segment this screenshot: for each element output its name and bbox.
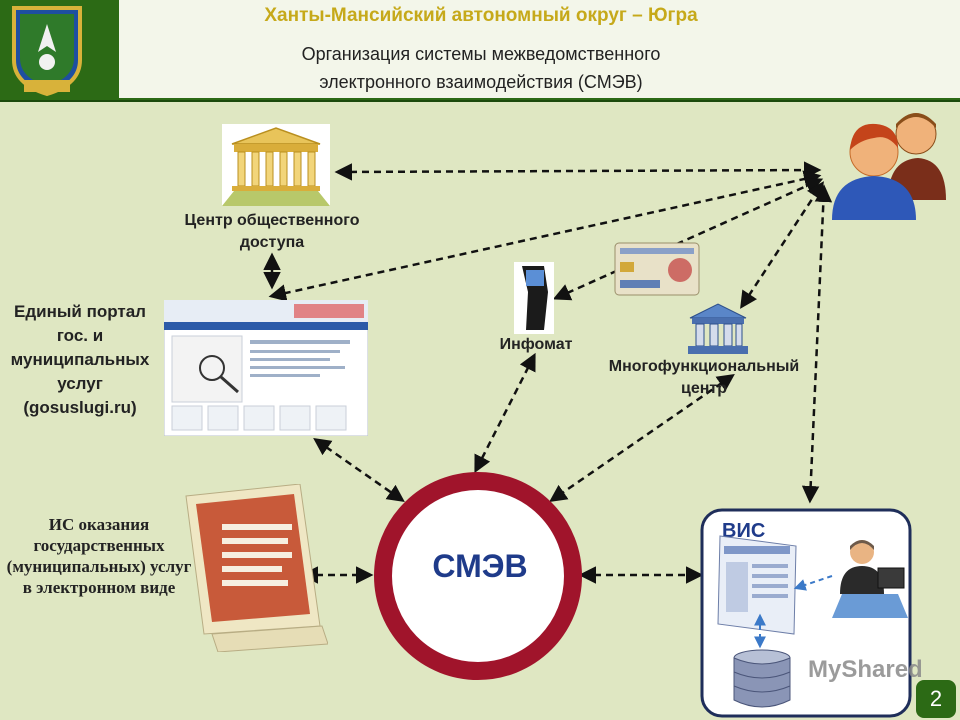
slide-title-line-2: электронного взаимодействия (СМЭВ) bbox=[319, 72, 643, 92]
users-icon bbox=[832, 113, 946, 220]
slide-title-line-1: Организация системы межведомственного bbox=[301, 44, 661, 64]
vis-internal-arrows bbox=[754, 575, 833, 649]
smev-label: СМЭВ bbox=[432, 548, 528, 584]
infomat-label: Инфомат bbox=[499, 336, 573, 353]
document-window-icon bbox=[717, 535, 797, 635]
database-icon bbox=[733, 649, 791, 708]
is-services-label: ИС оказания государственных (муниципальн… bbox=[6, 515, 192, 597]
monitor-icon bbox=[185, 484, 328, 652]
portal-label: Единый портал гос. и муниципальных услуг… bbox=[10, 302, 150, 417]
mfc-building-icon bbox=[688, 303, 748, 354]
header-panel bbox=[116, 0, 960, 98]
smev-ring bbox=[374, 472, 582, 680]
emblem-icon bbox=[12, 6, 82, 96]
vis-label: ВИС bbox=[722, 520, 766, 542]
infomat-kiosk-icon bbox=[514, 262, 554, 334]
electronic-card-icon bbox=[614, 242, 700, 296]
operator-icon bbox=[832, 540, 908, 618]
watermark-text: MyShared bbox=[808, 656, 923, 683]
page-number-badge: 2 bbox=[916, 680, 956, 718]
gosuslugi-portal-screenshot bbox=[164, 300, 368, 436]
public-access-center-label: Центр общественного доступа bbox=[184, 212, 360, 251]
mfc-label: Многофункциональный центр bbox=[608, 358, 800, 397]
region-title: Ханты-Мансийский автономный округ – Югра bbox=[264, 5, 698, 26]
government-building-icon bbox=[222, 124, 330, 206]
